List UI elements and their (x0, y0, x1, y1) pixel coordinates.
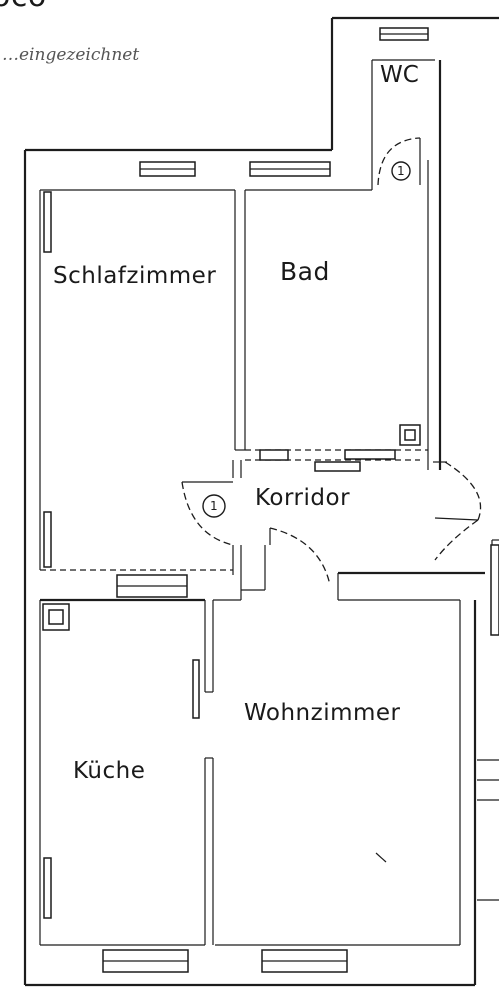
door-swings (181, 137, 482, 586)
door-markers: 1 1 (202, 161, 411, 518)
room-label-schlafzimmer: Schlafzimmer (53, 263, 216, 289)
windows (43, 27, 499, 973)
fixtures (42, 424, 499, 901)
room-label-korridor: Korridor (255, 485, 350, 511)
outer-walls (23, 16, 499, 987)
interior-walls (40, 190, 499, 945)
room-label-wc: WC (380, 62, 419, 88)
room-label-kueche: Küche (73, 758, 145, 784)
wc-door-marker (391, 161, 411, 181)
page-number-fragment: oco (0, 0, 47, 14)
korridor-door-marker-label: 1 (210, 499, 218, 513)
wc-door-marker-label: 1 (397, 164, 405, 178)
korridor-door-marker (202, 494, 226, 518)
room-label-bad: Bad (280, 257, 330, 286)
room-label-wohnzimmer: Wohnzimmer (244, 700, 401, 726)
handwritten-note: …eingezeichnet (2, 45, 139, 65)
